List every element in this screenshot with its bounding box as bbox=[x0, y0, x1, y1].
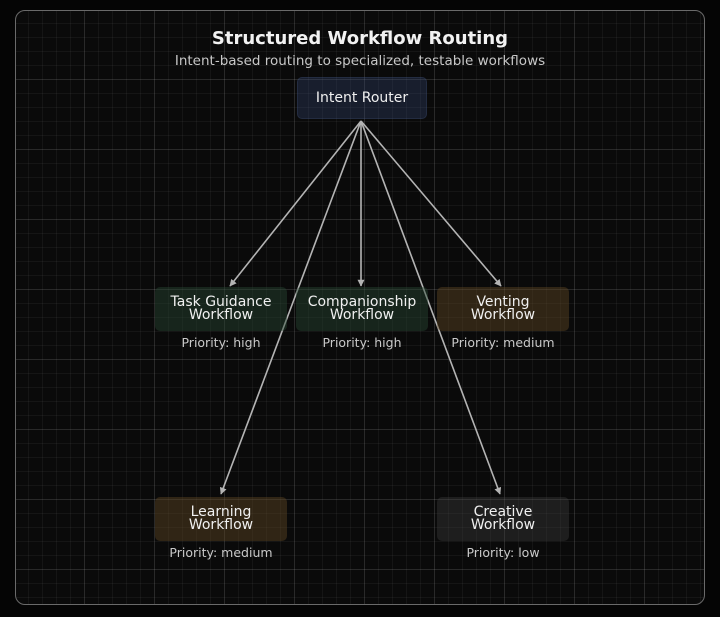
edge-router-creative bbox=[360, 120, 502, 495]
workflow-label-line2: Workflow bbox=[470, 307, 536, 323]
companionship-workflow-node: Companionship Workflow bbox=[296, 287, 428, 331]
edge-router-venting bbox=[360, 120, 502, 287]
intent-router-label: Intent Router bbox=[315, 90, 409, 106]
intent-router-node: Intent Router bbox=[297, 77, 427, 119]
creative-workflow-node: Creative Workflow bbox=[437, 497, 569, 541]
learning-priority: Priority: medium bbox=[169, 545, 273, 560]
workflow-label-line2: Workflow bbox=[188, 307, 254, 323]
workflow-label-line2: Workflow bbox=[188, 517, 254, 533]
workflow-label-line1: Creative bbox=[473, 504, 533, 520]
workflow-label-line1: Companionship bbox=[307, 294, 417, 310]
edges-layer bbox=[219, 120, 502, 495]
workflow-label-line2: Workflow bbox=[470, 517, 536, 533]
diagram-subtitle: Intent-based routing to specialized, tes… bbox=[174, 53, 546, 69]
workflow-label-line1: Venting bbox=[476, 294, 530, 310]
learning-workflow-node: Learning Workflow bbox=[155, 497, 287, 541]
workflow-label-line1: Learning bbox=[190, 504, 252, 520]
task-guidance-workflow-node: Task Guidance Workflow bbox=[155, 287, 287, 331]
workflow-label-line1: Task Guidance bbox=[170, 294, 272, 310]
diagram-title: Structured Workflow Routing bbox=[211, 28, 509, 49]
venting-workflow-node: Venting Workflow bbox=[437, 287, 569, 331]
task-guidance-priority: Priority: high bbox=[181, 335, 261, 350]
edge-router-learning bbox=[219, 120, 362, 495]
edge-router-task-guidance bbox=[229, 120, 362, 287]
workflow-label-line2: Workflow bbox=[329, 307, 395, 323]
venting-priority: Priority: medium bbox=[451, 335, 555, 350]
diagram-frame: Structured Workflow Routing Intent-based… bbox=[15, 10, 705, 605]
creative-priority: Priority: low bbox=[466, 545, 540, 560]
companionship-priority: Priority: high bbox=[322, 335, 402, 350]
